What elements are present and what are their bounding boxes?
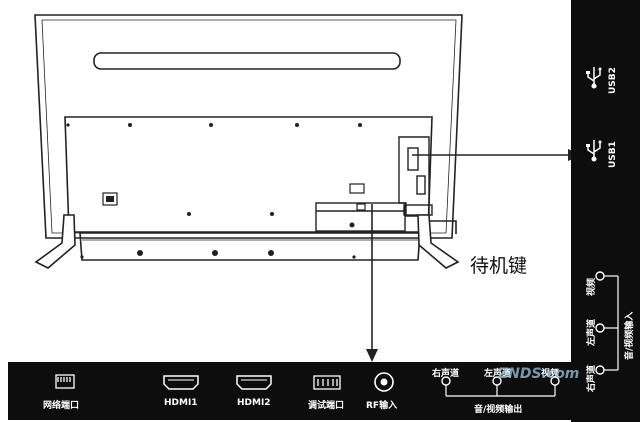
side-io-panel <box>571 0 640 422</box>
usb-icon <box>586 67 602 89</box>
av-in-right-label: 右声道 <box>587 364 597 392</box>
port-label-hdmi2: HDMI2 <box>237 398 271 408</box>
av-out-jack-icons <box>441 376 560 386</box>
arrow-to-bottom-panel <box>366 349 378 362</box>
av-out-bracket <box>445 385 556 397</box>
port-label-ethernet: 网络端口 <box>43 401 80 411</box>
port-label-debug: 调试端口 <box>308 401 345 411</box>
usb-icon <box>586 140 602 162</box>
ethernet-port-icon <box>55 374 75 389</box>
av-in-video-label: 视频 <box>587 277 597 296</box>
av-in-group-label: 音/视频输入 <box>625 311 635 360</box>
usb2-label: USB2 <box>608 67 618 94</box>
bottom-io-panel <box>8 362 630 420</box>
rear-components <box>102 183 366 211</box>
screw-holes <box>66 123 362 259</box>
tv-back-housing <box>34 14 463 239</box>
port-label-rf-in: RF输入 <box>366 401 398 411</box>
av-in-left-label: 左声道 <box>587 318 597 346</box>
port-label-hdmi1: HDMI1 <box>164 398 198 408</box>
av-out-left-label: 左声道 <box>484 369 512 379</box>
standby-key-label: 待机键 <box>470 255 528 277</box>
side-connector-module <box>398 136 433 217</box>
bottom-chassis <box>79 232 421 261</box>
debug-port-icon <box>313 375 341 390</box>
av-out-group-label: 音/视频输出 <box>474 405 523 415</box>
av-out-right-label: 右声道 <box>432 369 460 379</box>
hdmi-port-icon <box>236 375 272 390</box>
hdmi-port-icon <box>163 375 199 390</box>
bottom-connector-module <box>315 202 406 232</box>
av-in-jack-icons <box>595 271 605 375</box>
av-out-video-label: 视频 <box>541 369 560 379</box>
stand-legs <box>34 214 460 269</box>
callout-lines <box>371 154 570 352</box>
rf-jack-icon <box>374 372 394 392</box>
av-in-bracket <box>604 275 619 371</box>
usb1-label: USB1 <box>608 141 618 168</box>
watermark: ZNDS.com <box>498 366 580 382</box>
